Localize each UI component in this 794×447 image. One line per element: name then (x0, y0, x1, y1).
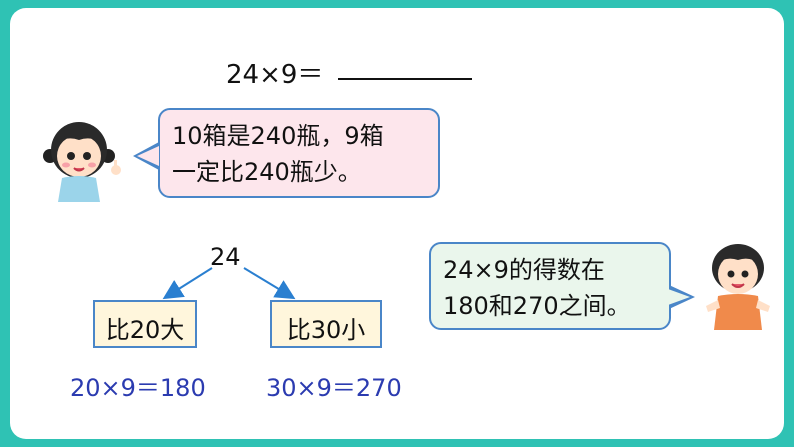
girl-speech-bubble: 10箱是240瓶，9箱 一定比240瓶少。 (158, 108, 440, 198)
tree-root-number: 24 (210, 243, 241, 271)
upper-bound-label: 比30小 (286, 316, 366, 344)
lower-bound-label: 比20大 (105, 316, 185, 344)
boy-speech-bubble: 24×9的得数在 180和270之间。 (429, 242, 671, 330)
right-branch-arrow (243, 267, 296, 300)
girl-speech-line2: 一定比240瓶少。 (172, 158, 362, 186)
boy-avatar (706, 244, 770, 330)
upper-bound-box: 比30小 (270, 300, 382, 348)
boy-bubble-tail-fill (668, 289, 690, 305)
left-branch-arrow (162, 267, 213, 300)
girl-bubble-tail-fill (137, 146, 159, 166)
girl-speech-line1: 10箱是240瓶，9箱 (172, 122, 384, 150)
girl-avatar (43, 122, 121, 202)
question-expression: 24×9＝ (226, 60, 324, 90)
boy-speech-line1: 24×9的得数在 (443, 256, 605, 284)
lower-bound-box: 比20大 (93, 300, 197, 348)
boy-speech-line2: 180和270之间。 (443, 292, 631, 320)
upper-bound-calculation: 30×9＝270 (266, 374, 402, 402)
lower-bound-calculation: 20×9＝180 (70, 374, 206, 402)
answer-blank (338, 78, 472, 80)
